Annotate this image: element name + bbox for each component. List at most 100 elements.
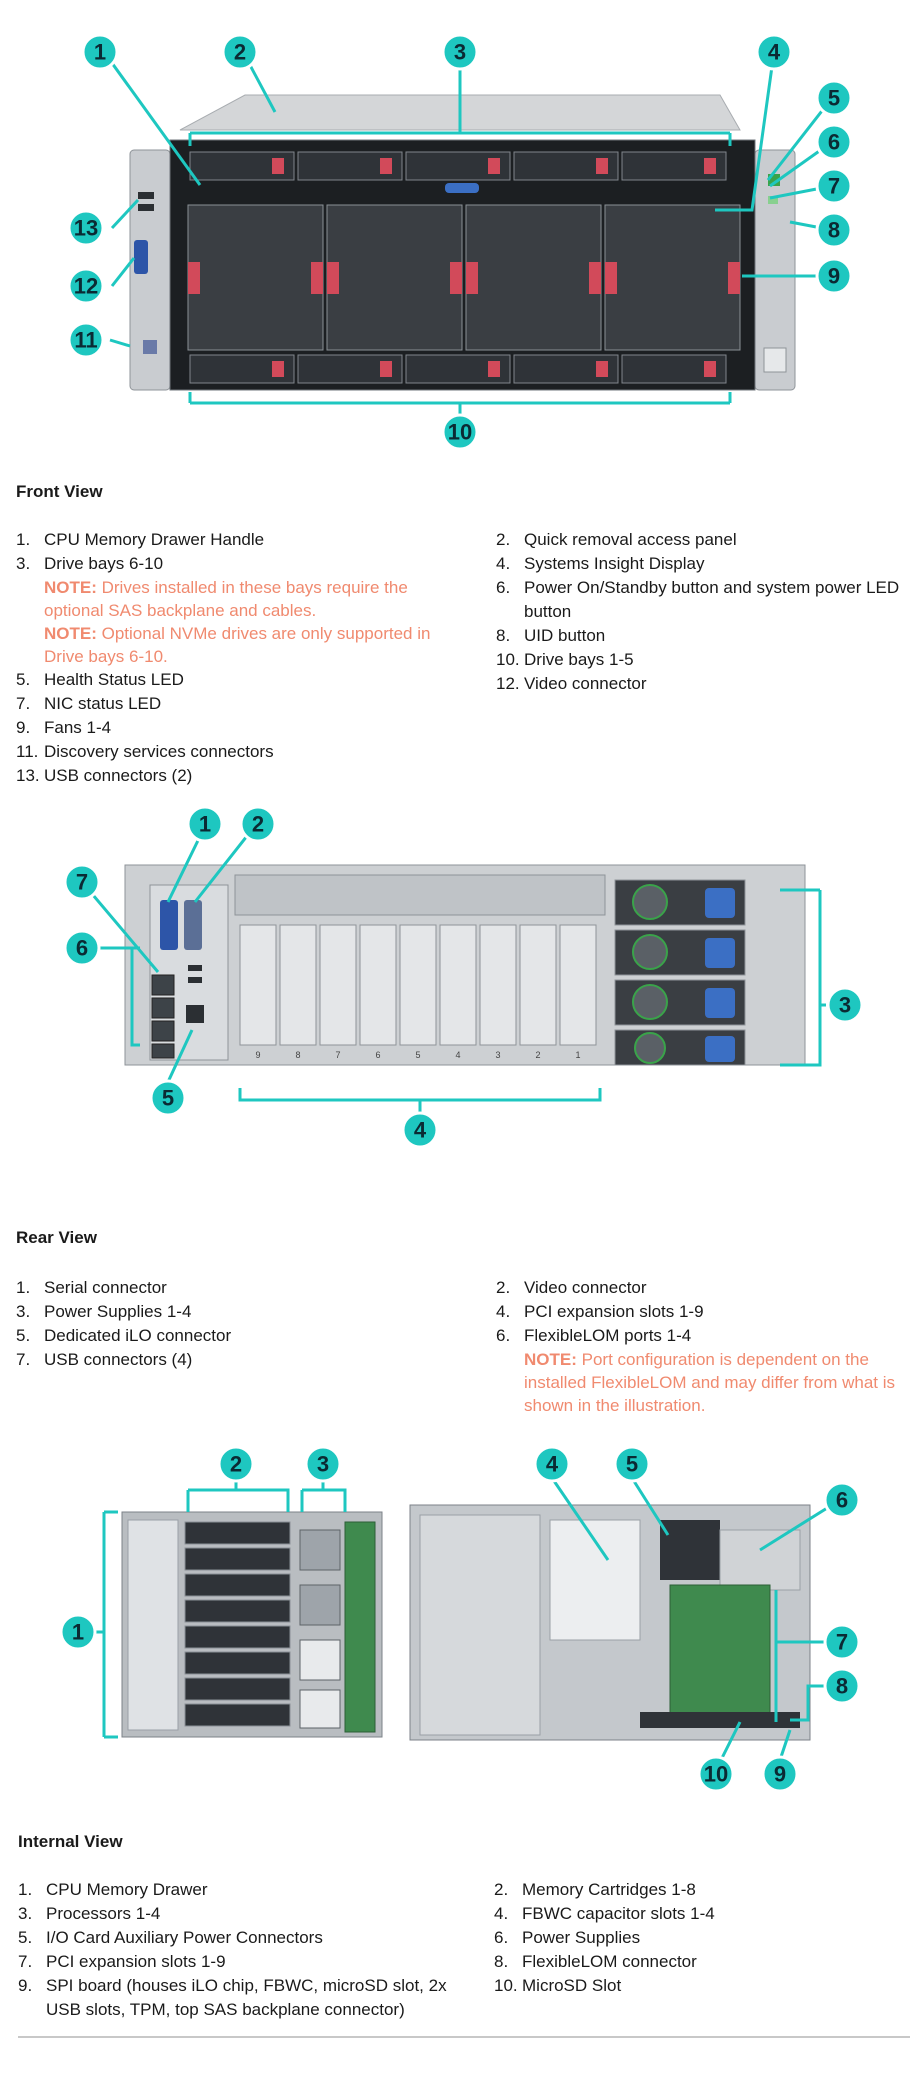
svg-text:9: 9: [255, 1050, 260, 1060]
svg-text:8: 8: [295, 1050, 300, 1060]
rear-callout-1: 1: [186, 805, 224, 843]
rear-callout-2: 2: [239, 805, 277, 843]
front-callout-11: 11: [67, 321, 105, 359]
legend-item: 11.Discovery services connectors: [16, 742, 274, 761]
svg-text:11: 11: [74, 328, 97, 353]
pci-expansion-slots: [239, 924, 597, 1046]
svg-text:6: 6: [828, 130, 840, 155]
internal-legend-left: 1.CPU Memory Drawer 3.Processors 1-4 5.I…: [18, 1878, 463, 2022]
svg-text:12: 12: [74, 274, 98, 299]
legend-item: 8.UID button: [496, 626, 606, 645]
svg-text:10: 10: [704, 1762, 728, 1787]
front-callout-10: 10: [441, 413, 479, 451]
legend-item: 3.Power Supplies 1-4: [16, 1302, 192, 1321]
internal-callout-7: 7: [823, 1623, 861, 1661]
rear-note-flexiblelom: NOTE: Port configuration is dependent on…: [524, 1350, 896, 1415]
svg-text:3: 3: [317, 1452, 329, 1477]
front-note-nvme: NOTE: Optional NVMe drives are only supp…: [44, 624, 431, 666]
legend-item: 7.USB connectors (4): [16, 1350, 193, 1369]
internal-callout-5: 5: [613, 1445, 651, 1483]
internal-view-illustration: 1 2 3 4 5 6 7 8 9 10: [59, 1445, 861, 1793]
svg-text:4: 4: [546, 1452, 559, 1477]
svg-text:2: 2: [234, 40, 246, 65]
svg-text:13: 13: [74, 216, 98, 241]
svg-text:4: 4: [768, 40, 781, 65]
footer-divider: [18, 2036, 910, 2038]
svg-text:6: 6: [836, 1488, 848, 1513]
legend-item: 1.CPU Memory Drawer Handle: [16, 530, 265, 549]
svg-text:5: 5: [162, 1086, 174, 1111]
legend-item: 9.Fans 1-4: [16, 718, 112, 737]
svg-text:6: 6: [375, 1050, 380, 1060]
svg-text:2: 2: [535, 1050, 540, 1060]
svg-text:7: 7: [76, 870, 88, 895]
legend-item: 4.FBWC capacitor slots 1-4: [494, 1904, 715, 1923]
svg-text:1: 1: [94, 40, 106, 65]
svg-text:10: 10: [448, 420, 472, 445]
svg-text:1: 1: [72, 1620, 84, 1645]
svg-text:2: 2: [252, 812, 264, 837]
legend-item: 3.Processors 1-4: [18, 1904, 161, 1923]
rear-callout-5: 5: [149, 1079, 187, 1117]
front-callout-1: 1: [81, 33, 119, 71]
legend-item: 13.USB connectors (2): [16, 766, 193, 785]
internal-callout-6: 6: [823, 1481, 861, 1519]
ilo-port-icon: [186, 1005, 204, 1023]
legend-item: 2.Quick removal access panel: [496, 530, 737, 549]
video-port-icon: [184, 900, 202, 950]
front-callout-7: 7: [815, 167, 853, 205]
legend-item: 6.FlexibleLOM ports 1-4: [496, 1326, 692, 1345]
svg-text:8: 8: [828, 218, 840, 243]
legend-item: 7.PCI expansion slots 1-9: [18, 1952, 226, 1971]
internal-callout-2: 2: [217, 1445, 255, 1483]
svg-text:5: 5: [626, 1452, 638, 1477]
front-callout-4: 4: [755, 33, 793, 71]
legend-item: 2.Memory Cartridges 1-8: [494, 1880, 696, 1899]
front-callout-9: 9: [815, 257, 853, 295]
pci-riser-board: [669, 1584, 771, 1726]
svg-text:7: 7: [335, 1050, 340, 1060]
internal-callout-10: 10: [697, 1755, 735, 1793]
legend-item: 1.Serial connector: [16, 1278, 167, 1297]
rear-callout-4: 4: [401, 1111, 439, 1149]
legend-item: 8.FlexibleLOM connector: [494, 1952, 697, 1971]
internal-legend-right: 2.Memory Cartridges 1-8 4.FBWC capacitor…: [494, 1878, 914, 1998]
internal-callout-9: 9: [761, 1755, 799, 1793]
legend-item: 4.PCI expansion slots 1-9: [496, 1302, 704, 1321]
svg-text:2: 2: [230, 1452, 242, 1477]
svg-text:9: 9: [774, 1762, 786, 1787]
rear-legend-right: 2.Video connector 4.PCI expansion slots …: [496, 1276, 916, 1417]
internal-callout-1: 1: [59, 1613, 97, 1651]
legend-item: 3.Drive bays 6-10: [16, 554, 164, 573]
drive-bays-1-5: [189, 354, 727, 384]
svg-text:7: 7: [828, 174, 840, 199]
rear-callout-3: 3: [826, 986, 864, 1024]
legend-item: 10.Drive bays 1-5: [496, 650, 634, 669]
front-legend-left: 1.CPU Memory Drawer Handle 3.Drive bays …: [16, 528, 461, 788]
drive-bays-6-10: [189, 151, 727, 181]
legend-item: 6.Power On/Standby button and system pow…: [496, 578, 900, 621]
front-legend-right: 2.Quick removal access panel 4.Systems I…: [496, 528, 916, 696]
front-callout-2: 2: [221, 33, 259, 71]
svg-text:5: 5: [415, 1050, 420, 1060]
front-callout-8: 8: [815, 211, 853, 249]
front-callout-6: 6: [815, 123, 853, 161]
internal-callout-4: 4: [533, 1445, 571, 1483]
front-view-illustration: 1 2 3 4 5 6 7 8 9 10 11 12 13: [67, 33, 853, 451]
processors: [299, 1529, 341, 1729]
svg-text:1: 1: [575, 1050, 580, 1060]
fans-1-4: [187, 204, 741, 351]
svg-text:1: 1: [199, 812, 211, 837]
legend-item: 1.CPU Memory Drawer: [18, 1880, 208, 1899]
rear-callout-6: 6: [63, 929, 101, 967]
legend-item: 5.Health Status LED: [16, 670, 184, 689]
internal-callout-3: 3: [304, 1445, 342, 1483]
front-callout-5: 5: [815, 79, 853, 117]
internal-view-title: Internal View: [18, 1832, 123, 1851]
svg-text:8: 8: [836, 1674, 848, 1699]
legend-item: 6.Power Supplies: [494, 1928, 641, 1947]
front-callout-12: 12: [67, 267, 105, 305]
front-view-title: Front View: [16, 482, 103, 501]
svg-text:6: 6: [76, 936, 88, 961]
rear-callout-7: 7: [63, 863, 101, 901]
